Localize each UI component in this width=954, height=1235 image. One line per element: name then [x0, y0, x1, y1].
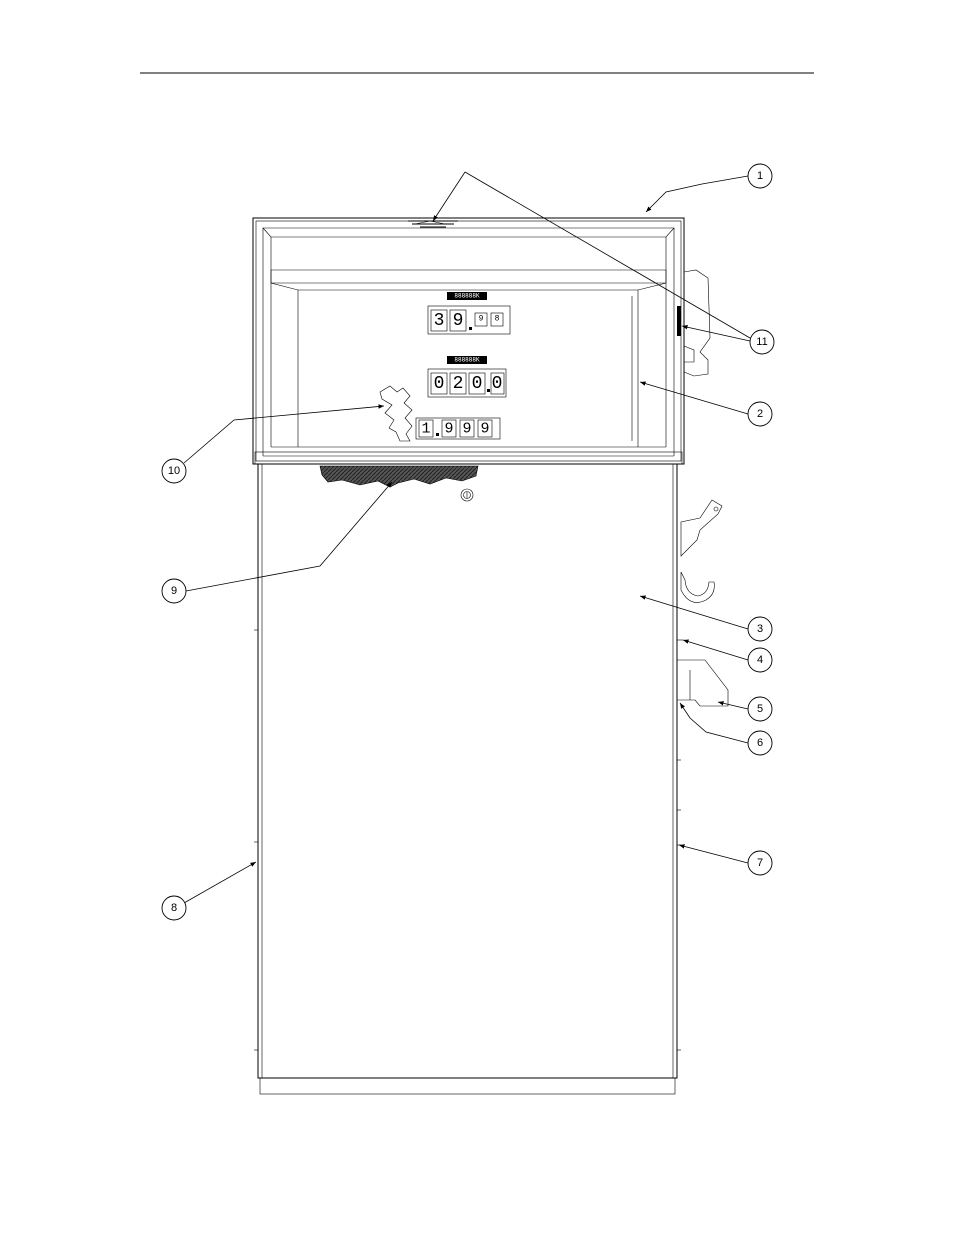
price-digit-4: 9: [480, 421, 489, 438]
callout-11-label: 11: [756, 336, 767, 348]
callout-3: 3: [639, 595, 773, 642]
callout-11: 11: [432, 171, 775, 355]
volume-digit-3: 0: [472, 374, 483, 394]
callout-10: 10: [161, 404, 385, 484]
side-slot: [677, 306, 681, 336]
volume-digit-2: 2: [453, 374, 464, 394]
callout-9-label: 9: [171, 585, 177, 597]
callout-7-label: 7: [757, 857, 763, 869]
nozzle-bracket-upper: [680, 499, 723, 557]
callout-8-label: 8: [171, 902, 177, 914]
callout-1: 1: [645, 163, 773, 213]
sale-readout: 888888K 3 9 9 8: [427, 292, 511, 335]
callout-8: 8: [161, 861, 257, 921]
nozzle-boot: [676, 659, 729, 707]
callout-9: 9: [161, 481, 393, 604]
volume-label-strip: 888888K: [454, 357, 480, 364]
callout-6: 6: [679, 702, 773, 756]
price-digit-2: 9: [444, 421, 453, 438]
callout-7: 7: [678, 844, 773, 876]
callout-2: 2: [639, 381, 773, 427]
door-lock-icon: [460, 488, 474, 502]
price-digit-3: 9: [462, 421, 471, 438]
sale-digit-1: 3: [434, 311, 445, 331]
sale-digit-4: 8: [495, 315, 500, 324]
side-handle: [683, 269, 711, 377]
volume-digit-4: 0: [492, 374, 503, 394]
volume-digit-1: 0: [434, 374, 445, 394]
price-readout: 1 9 9 9: [415, 417, 501, 440]
callout-6-label: 6: [757, 737, 763, 749]
sale-digit-3: 9: [479, 315, 484, 324]
sale-digit-2: 9: [453, 311, 464, 331]
callout-2-label: 2: [757, 408, 763, 420]
display-cutaway-break: [379, 385, 413, 442]
vent-grille-hatched: [319, 465, 479, 488]
callout-5: 5: [717, 696, 773, 722]
callout-3-label: 3: [757, 623, 763, 635]
cabinet-body: [254, 463, 683, 1095]
callout-5-label: 5: [757, 703, 763, 715]
callout-4: 4: [682, 639, 773, 673]
nozzle-hook: [680, 571, 715, 603]
callout-1-label: 1: [757, 170, 763, 182]
sale-label-strip: 888888K: [454, 293, 480, 300]
volume-readout: 888888K 0 2 0 0: [427, 356, 507, 398]
price-digit-1: 1: [421, 421, 430, 438]
callout-10-label: 10: [168, 465, 180, 477]
callout-4-label: 4: [757, 654, 763, 666]
